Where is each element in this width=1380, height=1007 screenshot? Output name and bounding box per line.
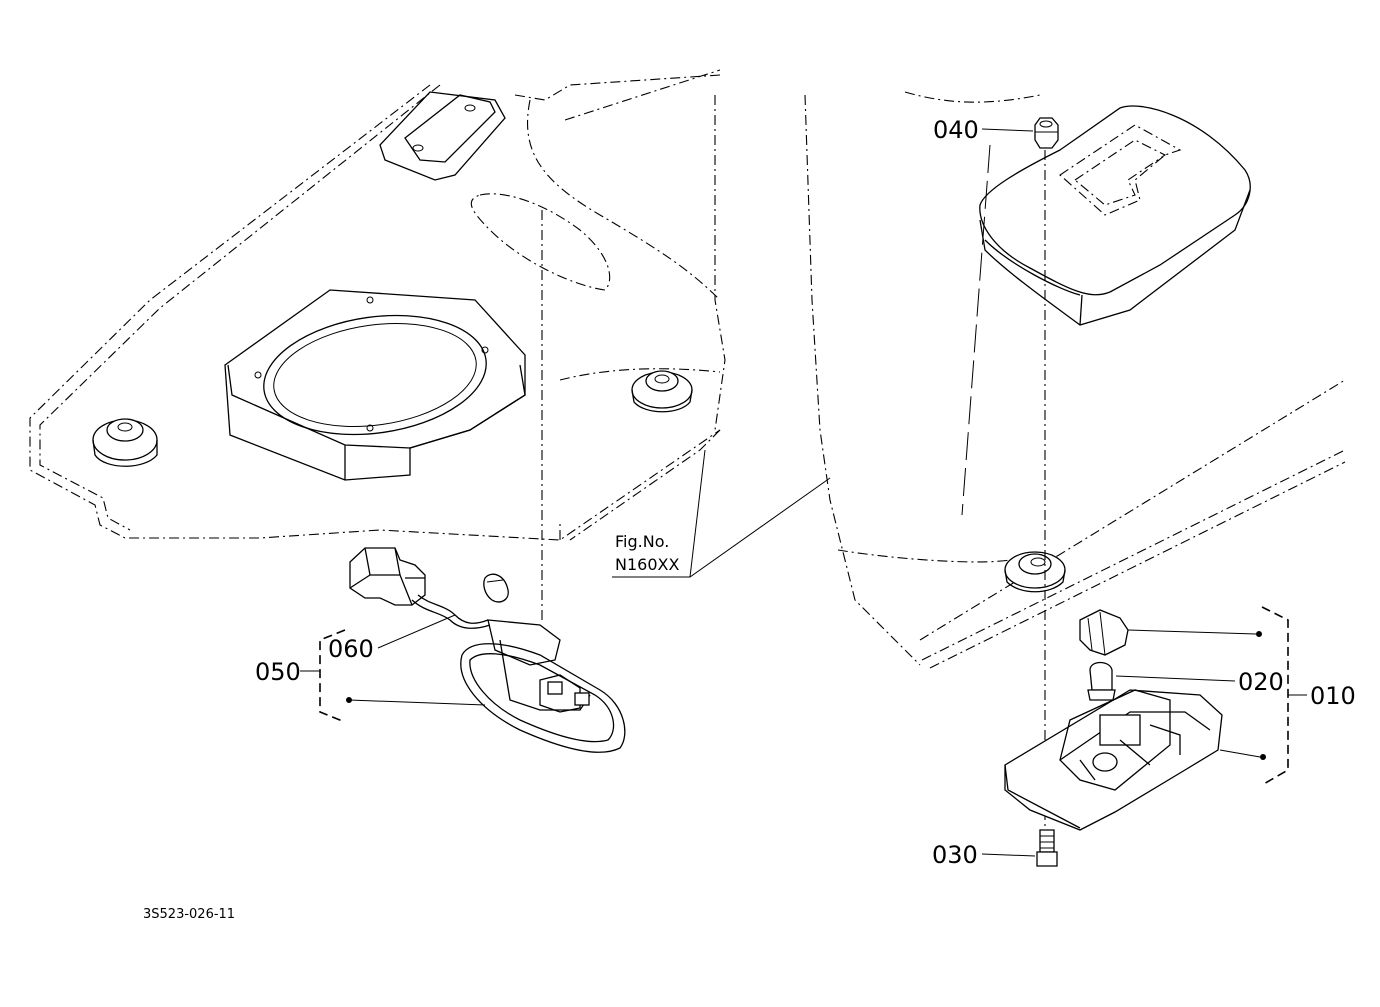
lamp-bulb-020 — [1087, 661, 1116, 701]
fig-ref-line2: N160XX — [615, 555, 679, 574]
callout-label-040: 040 — [933, 116, 979, 144]
callout-060: 060 — [328, 614, 456, 663]
fig-ref-line1: Fig.No. — [615, 532, 669, 551]
callout-040: 040 — [933, 116, 1034, 144]
room-lamp-assembly-050 — [460, 619, 626, 753]
right-roof-panel — [804, 91, 1346, 669]
lamp-bulb-060 — [483, 573, 509, 603]
callout-020: 020 — [1115, 668, 1284, 696]
callout-label-020: 020 — [1238, 668, 1284, 696]
callout-label-050: 050 — [255, 658, 301, 686]
fig-reference: Fig.No. N160XX — [612, 449, 831, 578]
callout-030: 030 — [932, 841, 1036, 869]
room-lamp-assembly-010 — [1004, 689, 1223, 831]
callout-010: 010 — [1127, 606, 1356, 786]
left-roof-panel — [29, 69, 726, 541]
callout-label-010: 010 — [1310, 682, 1356, 710]
grommet-left — [92, 418, 158, 467]
lamp-connector-060 — [349, 547, 491, 629]
callout-label-060: 060 — [328, 635, 374, 663]
nut-040 — [1034, 117, 1059, 149]
lamp-knob-part — [1079, 609, 1129, 656]
screw-030 — [1036, 829, 1058, 867]
grommet-right — [1004, 551, 1066, 593]
grommet-center — [631, 370, 693, 413]
callout-label-030: 030 — [932, 841, 978, 869]
drawing-code: 3S523-026-11 — [143, 907, 235, 922]
roof-tab — [379, 91, 506, 181]
speaker-mount — [224, 289, 526, 481]
cover-guide-line — [961, 144, 991, 516]
shift-cover — [979, 105, 1251, 326]
callout-050: 050 — [255, 629, 486, 723]
